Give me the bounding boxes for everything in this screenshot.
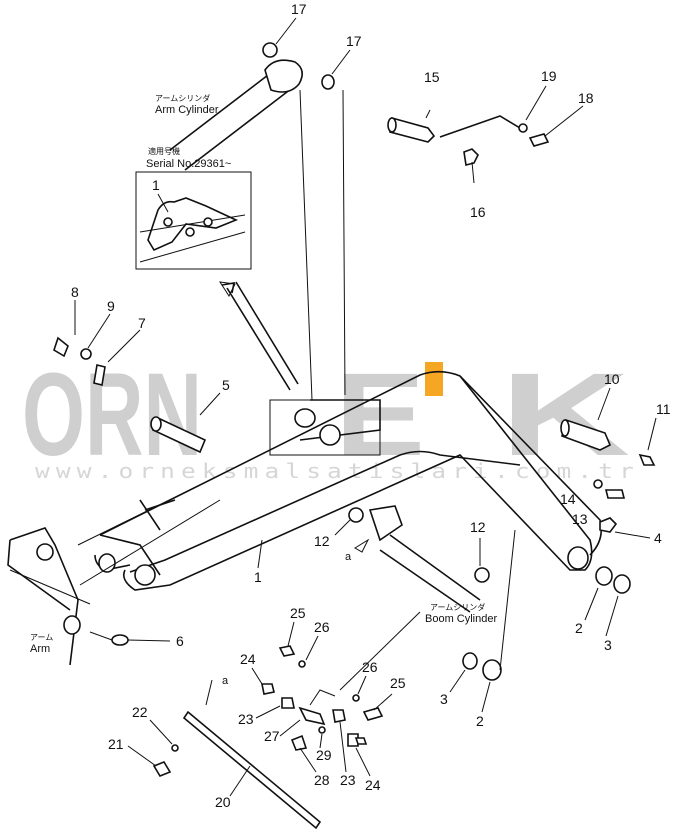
bolt-8-group: [53, 300, 141, 386]
callout-26b: 26: [362, 659, 378, 675]
serial-label: Serial No.29361~: [146, 158, 231, 170]
callout-29: 29: [316, 747, 332, 763]
arm-cylinder-label: Arm Cylinder: [155, 104, 219, 116]
callout-22: 22: [132, 704, 148, 720]
callout-28: 28: [314, 772, 330, 788]
boom-cylinder: a アームシリンダ Boom Cylinder: [334, 505, 497, 691]
callout-20: 20: [215, 794, 231, 810]
callout-5: 5: [222, 377, 230, 393]
lower-hardware: a: [152, 645, 384, 830]
callout-19: 19: [541, 68, 557, 84]
pin-5: [77, 392, 221, 586]
callout-15: 15: [424, 69, 440, 85]
callout-6: 6: [176, 633, 184, 649]
callout-17a: 17: [291, 1, 307, 17]
callout-1-inset: 1: [152, 177, 160, 193]
pin-15-group: [387, 85, 584, 184]
boom-detail-box: [269, 399, 381, 456]
serial-inset: 適用号機 Serial No.29361~ 1: [135, 146, 299, 391]
callout-4: 4: [654, 530, 662, 546]
serial-jp-label: 適用号機: [148, 146, 180, 156]
view-a-label: a: [345, 551, 352, 563]
callout-23b: 23: [340, 772, 356, 788]
callout-27: 27: [264, 728, 280, 744]
callout-8: 8: [71, 284, 79, 300]
serial-inset-box: [135, 171, 252, 270]
callout-24b: 24: [365, 777, 381, 793]
watermark-brand-right: K: [500, 349, 630, 481]
callout-3a: 3: [604, 637, 612, 653]
arm-label: Arm: [30, 643, 50, 655]
callout-11: 11: [656, 401, 671, 417]
pin-10-group: [560, 387, 657, 637]
callout-3b: 3: [440, 691, 448, 707]
callout-13: 13: [572, 511, 588, 527]
callout-12a: 12: [314, 533, 330, 549]
watermark: ORN E K www.orneksmalsatislari.com.tr: [22, 349, 640, 483]
callout-18: 18: [578, 90, 594, 106]
callout-1: 1: [254, 569, 262, 585]
callout-2a: 2: [575, 620, 583, 636]
arm-cylinder-jp-label: アームシリンダ: [155, 93, 210, 103]
callouts: 17 17 15 19 18 16 8 9 7 5 10 11 14 13 4 …: [71, 1, 671, 810]
callout-26a: 26: [314, 619, 330, 635]
callout-25a: 25: [290, 605, 306, 621]
boom-cylinder-label: Boom Cylinder: [425, 613, 497, 625]
arm-cylinder: アームシリンダ Arm Cylinder: [155, 42, 346, 401]
callout-21: 21: [108, 736, 124, 752]
watermark-url: www.orneksmalsatislari.com.tr: [35, 459, 640, 483]
callout-16: 16: [470, 204, 486, 220]
view-a-label-lower: a: [222, 675, 229, 687]
callout-12b: 12: [470, 519, 486, 535]
callout-23a: 23: [238, 711, 254, 727]
bushings-lower: [449, 529, 516, 713]
callout-10: 10: [604, 371, 620, 387]
arm-jp-label: アーム: [30, 633, 53, 642]
arm-fragment: アーム Arm: [7, 527, 171, 666]
boom: 1: [94, 370, 603, 591]
callout-2b: 2: [476, 713, 484, 729]
callout-7: 7: [138, 315, 146, 331]
callout-17b: 17: [346, 33, 362, 49]
boom-cylinder-jp-label: アームシリンダ: [430, 602, 485, 612]
callout-25b: 25: [390, 675, 406, 691]
callout-14: 14: [560, 491, 576, 507]
watermark-accent-bar: [425, 362, 443, 396]
callout-24a: 24: [240, 651, 256, 667]
callout-9: 9: [107, 298, 115, 314]
watermark-brand-left: ORN: [22, 349, 202, 481]
